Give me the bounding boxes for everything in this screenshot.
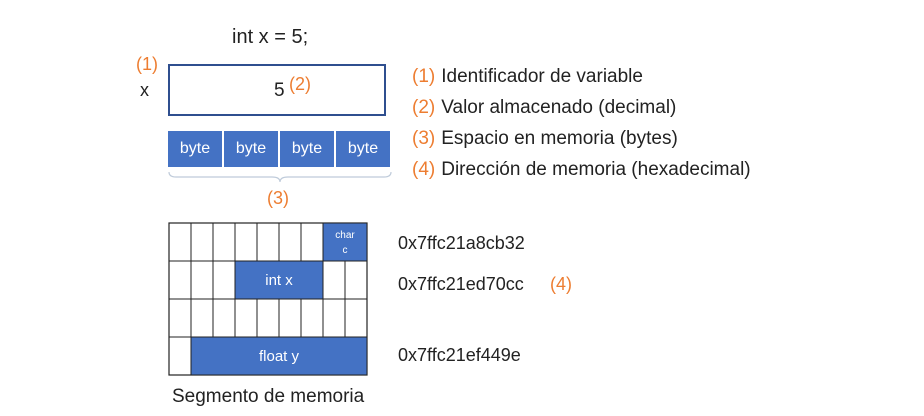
memory-address: 0x7ffc21a8cb32 [398, 233, 525, 253]
byte-cell: byte [280, 131, 334, 167]
legend: (1)Identificador de variable (2)Valor al… [412, 64, 751, 188]
byte-row: byte byte byte byte [168, 131, 392, 167]
memory-grid: char c int x float y [168, 222, 368, 376]
marker-2: (2) [289, 74, 311, 94]
memory-segment-caption: Segmento de memoria [172, 386, 365, 407]
memory-address: 0x7ffc21ed70cc [398, 274, 524, 294]
legend-number: (1) [412, 66, 436, 87]
legend-number: (2) [412, 97, 436, 118]
byte-cell: byte [168, 131, 222, 167]
marker-1: (1) [136, 54, 158, 74]
legend-item: (3)Espacio en memoria (bytes) [412, 126, 751, 157]
marker-4: (4) [550, 274, 572, 294]
variable-name: x [140, 80, 149, 100]
memory-block [322, 222, 368, 262]
legend-number: (4) [412, 159, 436, 180]
variable-value: 5 [274, 80, 285, 101]
legend-text: Espacio en memoria (bytes) [441, 128, 678, 149]
variable-box [168, 64, 386, 116]
legend-item: (2)Valor almacenado (decimal) [412, 95, 751, 126]
byte-cell: byte [336, 131, 390, 167]
memory-block-label: int x [265, 272, 293, 289]
legend-text: Identificador de variable [441, 66, 643, 87]
memory-block [234, 260, 324, 300]
legend-text: Valor almacenado (decimal) [441, 97, 677, 118]
curly-brace-icon [168, 171, 392, 183]
legend-item: (4)Dirección de memoria (hexadecimal) [412, 157, 751, 188]
memory-block [190, 336, 368, 376]
legend-text: Dirección de memoria (hexadecimal) [441, 159, 751, 180]
code-declaration: int x = 5; [232, 26, 309, 48]
legend-number: (3) [412, 128, 436, 149]
byte-cell: byte [224, 131, 278, 167]
memory-block-label: float y [259, 348, 300, 365]
marker-3: (3) [267, 188, 289, 208]
legend-item: (1)Identificador de variable [412, 64, 751, 95]
memory-address: 0x7ffc21ef449e [398, 345, 521, 365]
memory-block-label: c [343, 245, 348, 256]
memory-block-label: char [335, 230, 355, 241]
